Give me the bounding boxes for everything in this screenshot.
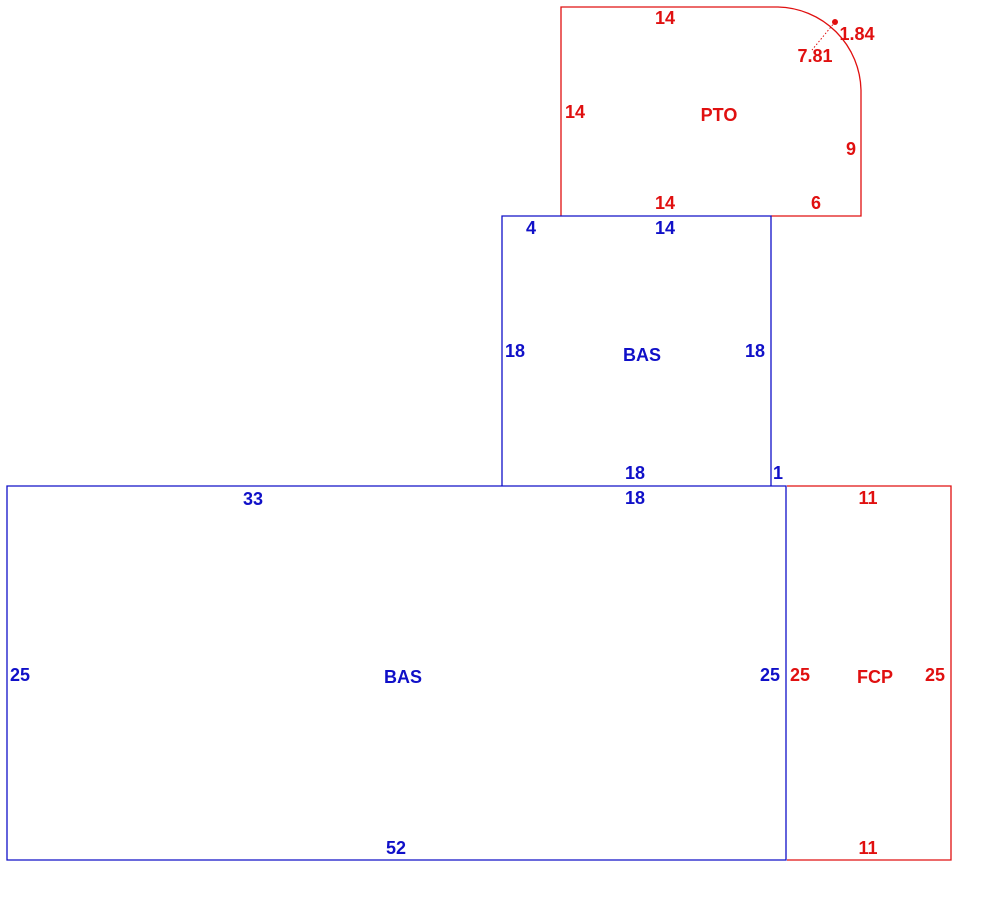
pto-dim-right: 9 <box>846 139 856 159</box>
bas-upper-dim-step: 1 <box>773 463 783 483</box>
bas-upper-label: BAS <box>623 345 661 365</box>
pto-dim-bottom-left: 14 <box>655 193 675 213</box>
pto-outline <box>560 6 862 217</box>
bas-upper-dim-top-left: 4 <box>526 218 536 238</box>
bas-main-outline <box>6 485 787 861</box>
pto-dim-arc-chord: 1.84 <box>839 24 874 44</box>
bas-main-dim-right: 25 <box>760 665 780 685</box>
pto-arc-marker <box>832 19 838 25</box>
pto-radius-line <box>811 21 836 51</box>
fcp-dim-left: 25 <box>790 665 810 685</box>
pto-label: PTO <box>701 105 738 125</box>
pto-dim-top: 14 <box>655 8 675 28</box>
bas-main-dim-left: 25 <box>10 665 30 685</box>
bas-upper-dim-right: 18 <box>745 341 765 361</box>
fcp-dim-top: 11 <box>858 488 877 508</box>
pto-dim-left: 14 <box>565 102 585 122</box>
bas-main-label: BAS <box>384 667 422 687</box>
pto-area: PTO 14 14 14 6 9 7.81 1.84 <box>560 6 875 217</box>
bas-main-dim-bottom: 52 <box>386 838 406 858</box>
bas-main-dim-top-left: 33 <box>243 489 263 509</box>
bas-main-area: BAS 33 18 25 25 52 <box>6 485 787 861</box>
pto-dim-bottom-right: 6 <box>811 193 821 213</box>
bas-main-dim-top-right: 18 <box>625 488 645 508</box>
fcp-dim-right: 25 <box>925 665 945 685</box>
fcp-area: FCP 11 25 25 11 <box>787 485 952 861</box>
fcp-dim-bottom: 11 <box>858 838 877 858</box>
fcp-label: FCP <box>857 667 893 687</box>
pto-dim-arc-radius: 7.81 <box>797 46 832 66</box>
bas-upper-outline <box>501 215 772 486</box>
bas-upper-dim-left: 18 <box>505 341 525 361</box>
fcp-outline <box>787 485 952 861</box>
bas-upper-area: BAS 4 14 18 18 18 1 <box>501 215 783 486</box>
bas-upper-dim-bottom: 18 <box>625 463 645 483</box>
bas-upper-dim-top: 14 <box>655 218 675 238</box>
